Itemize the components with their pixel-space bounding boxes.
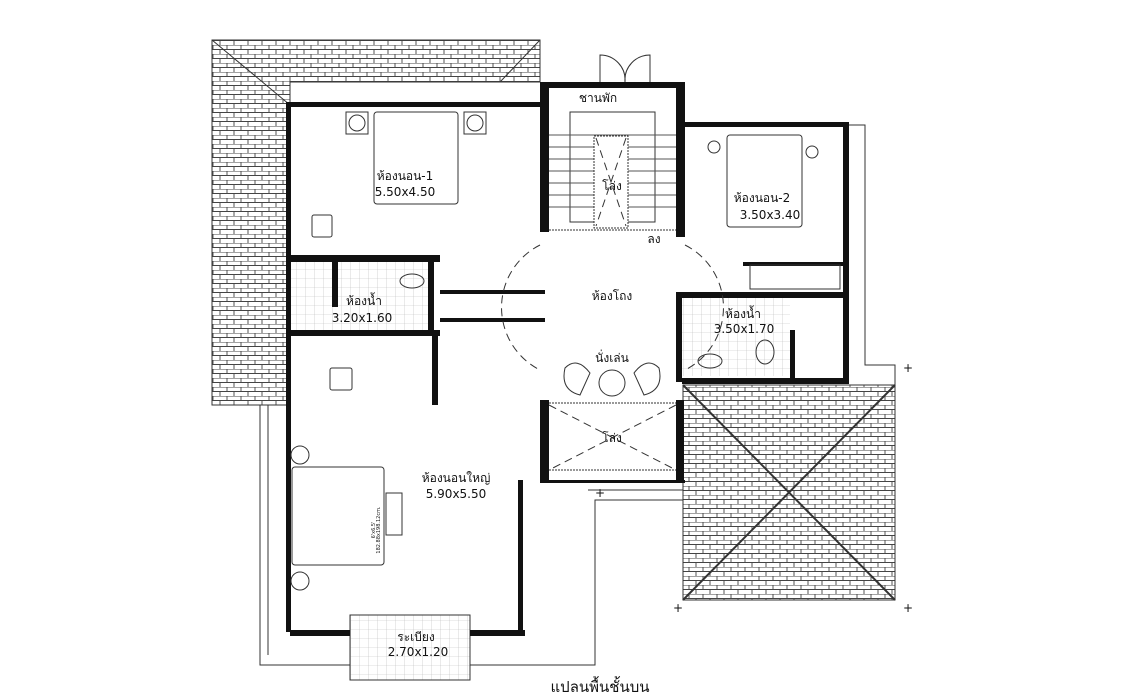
roof-left bbox=[211, 39, 541, 406]
door-landing bbox=[599, 54, 651, 83]
label-bath1: ห้องน้ำ bbox=[346, 292, 382, 308]
armchairs bbox=[563, 362, 661, 397]
label-void2: โล่ง bbox=[602, 431, 622, 445]
sink bbox=[697, 353, 723, 369]
label-bedroom2: ห้องนอน-2 bbox=[734, 191, 791, 205]
size-bedroom1: 5.50x4.50 bbox=[375, 185, 436, 199]
label-hall: ห้องโถง bbox=[592, 289, 633, 303]
size-bath1: 3.20x1.60 bbox=[332, 311, 393, 325]
bed-size-ft: 6'x6.5' bbox=[371, 522, 377, 539]
bed-size-cm: 182.88x198.12cm. bbox=[376, 506, 382, 554]
chair bbox=[311, 214, 333, 238]
label-landing: ชานพัก bbox=[579, 91, 617, 105]
bed-master bbox=[290, 445, 403, 591]
corner-marks: + + + + bbox=[595, 361, 913, 615]
size-bedroom2: 3.50x3.40 bbox=[740, 208, 801, 222]
corner-mark: + bbox=[903, 601, 913, 615]
label-master: ห้องนอนใหญ่ bbox=[422, 471, 491, 485]
walls bbox=[286, 82, 849, 636]
corner-mark: + bbox=[903, 361, 913, 375]
label-bath2: ห้องน้ำ bbox=[725, 305, 761, 321]
label-stair-down: ลง bbox=[647, 232, 660, 246]
bed-bedroom1 bbox=[345, 111, 487, 205]
corner-mark: + bbox=[595, 486, 605, 500]
label-stair-void: โล่ง bbox=[602, 179, 622, 193]
desk-chair bbox=[329, 367, 353, 391]
size-bath2: 3.50x1.70 bbox=[714, 322, 775, 336]
label-balcony: ระเบียง bbox=[397, 630, 435, 644]
toilet bbox=[755, 339, 775, 365]
label-living: นั่งเล่น bbox=[595, 349, 629, 365]
plan-title: แปลนพื้นชั้นบน bbox=[551, 676, 650, 696]
wardrobe bbox=[749, 264, 841, 290]
staircase bbox=[549, 111, 676, 231]
size-master: 5.90x5.50 bbox=[426, 487, 487, 501]
sink bbox=[399, 273, 425, 289]
size-balcony: 2.70x1.20 bbox=[388, 645, 449, 659]
corner-mark: + bbox=[673, 601, 683, 615]
bed-bedroom2 bbox=[707, 134, 819, 228]
roof-right bbox=[682, 384, 896, 601]
label-bedroom1: ห้องนอน-1 bbox=[377, 169, 434, 183]
